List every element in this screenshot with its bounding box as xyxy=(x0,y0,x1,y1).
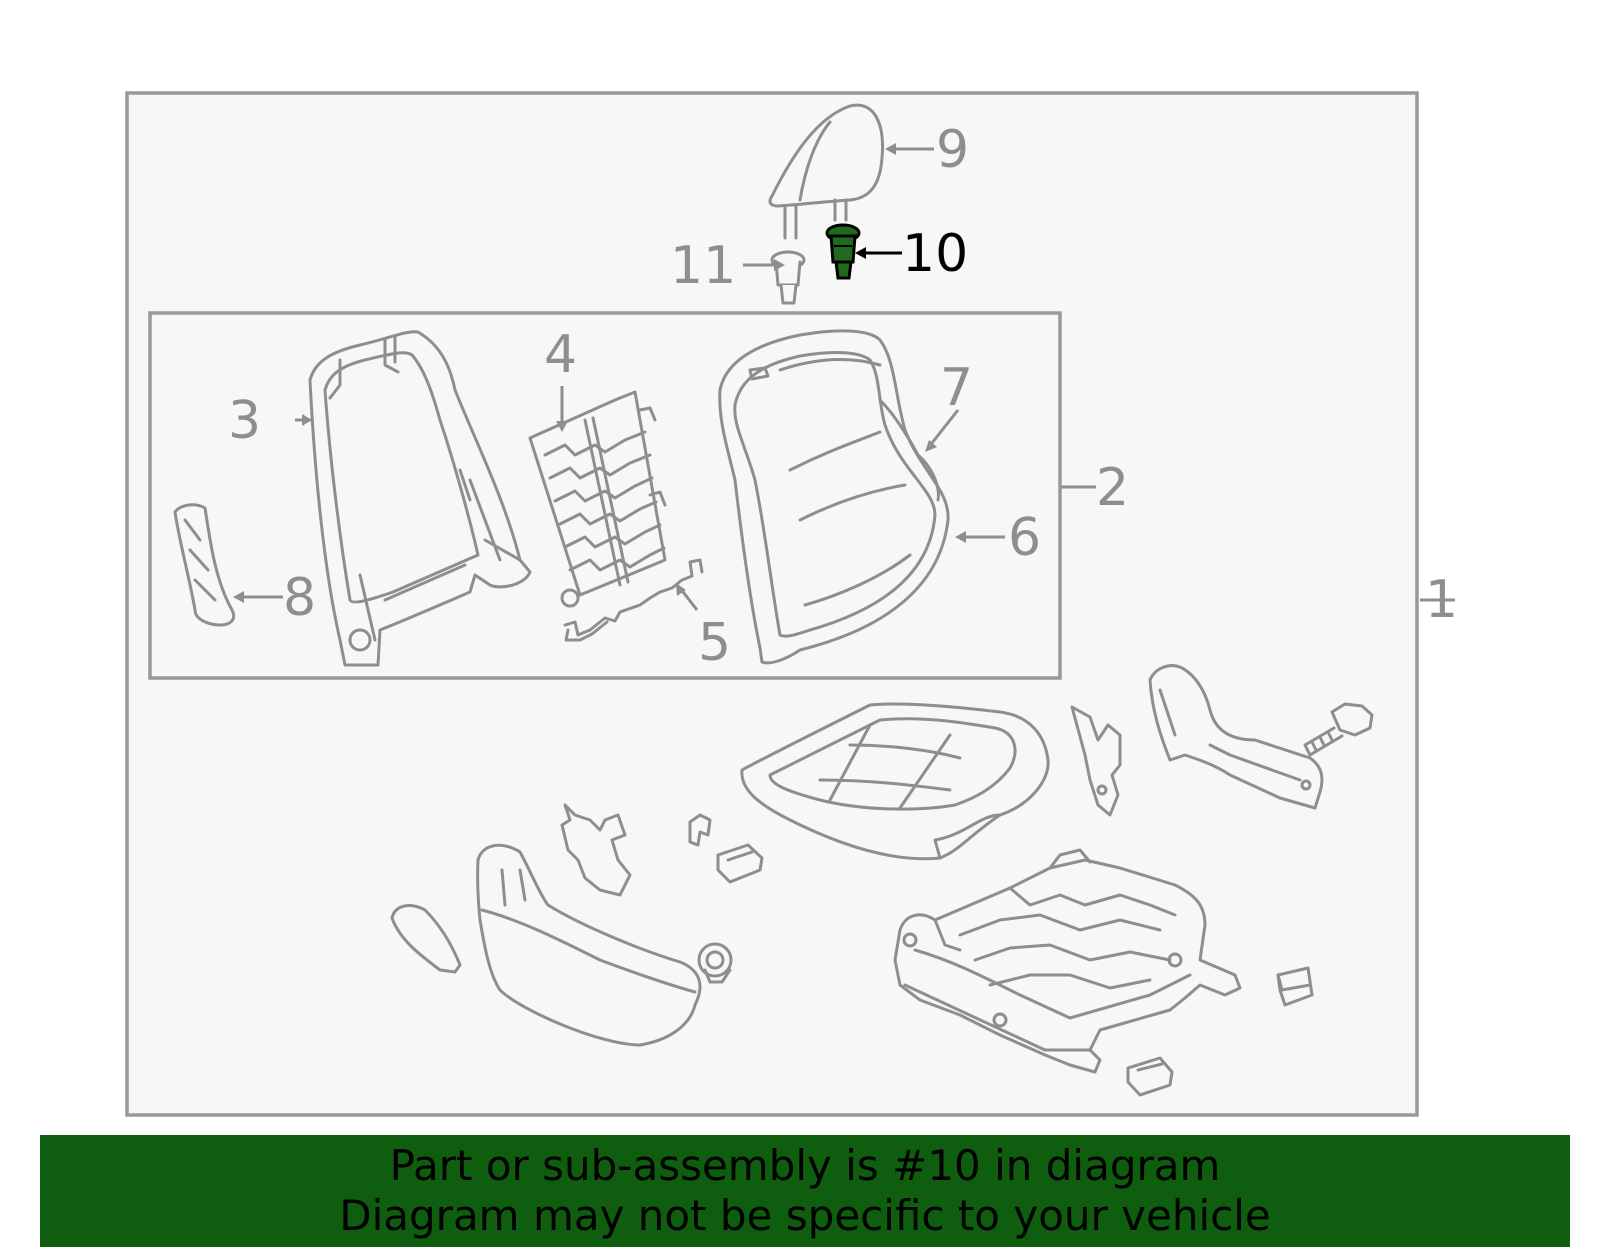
callout-9: 9 xyxy=(936,120,969,180)
block-part-right xyxy=(1276,966,1314,1007)
headrest-part xyxy=(768,103,885,240)
spring-mat-part xyxy=(528,390,667,608)
callout-11: 11 xyxy=(670,236,736,296)
wire-bracket-part xyxy=(563,558,704,642)
clip-block-part xyxy=(716,843,764,884)
round-cap-part xyxy=(697,942,733,984)
callout-6: 6 xyxy=(1008,508,1041,568)
callout-4: 4 xyxy=(544,325,577,385)
callout-2: 2 xyxy=(1096,458,1129,518)
callout-8: 8 xyxy=(283,568,316,628)
leader-lines xyxy=(233,143,1455,611)
bolt-part xyxy=(1303,702,1374,757)
block-part-bottom xyxy=(1126,1056,1174,1097)
banner-line-part-number: Part or sub-assembly is #10 in diagram xyxy=(389,1141,1221,1190)
clip-part xyxy=(688,813,712,847)
front-bracket-part xyxy=(560,803,632,897)
banner-line-disclaimer: Diagram may not be specific to your vehi… xyxy=(339,1191,1271,1240)
callout-5: 5 xyxy=(698,613,731,673)
callout-7: 7 xyxy=(940,358,973,418)
info-banner: Part or sub-assembly is #10 in diagram D… xyxy=(40,1135,1570,1247)
seat-back-trim-part xyxy=(173,503,236,627)
seat-cushion-cover-part xyxy=(740,702,1050,861)
callout-3: 3 xyxy=(228,391,261,451)
callout-10: 10 xyxy=(902,224,968,284)
callout-1: 1 xyxy=(1425,570,1458,630)
seat-track-frame-part xyxy=(893,848,1242,1074)
side-shield-part xyxy=(476,843,702,1047)
recliner-cover-part xyxy=(1148,664,1324,810)
seat-back-frame-part xyxy=(308,330,532,667)
knob-cover-part xyxy=(390,904,462,974)
cushion-bracket-part xyxy=(1070,705,1122,817)
seat-back-cover-part xyxy=(718,329,950,665)
highlighted-part-10 xyxy=(825,223,861,280)
